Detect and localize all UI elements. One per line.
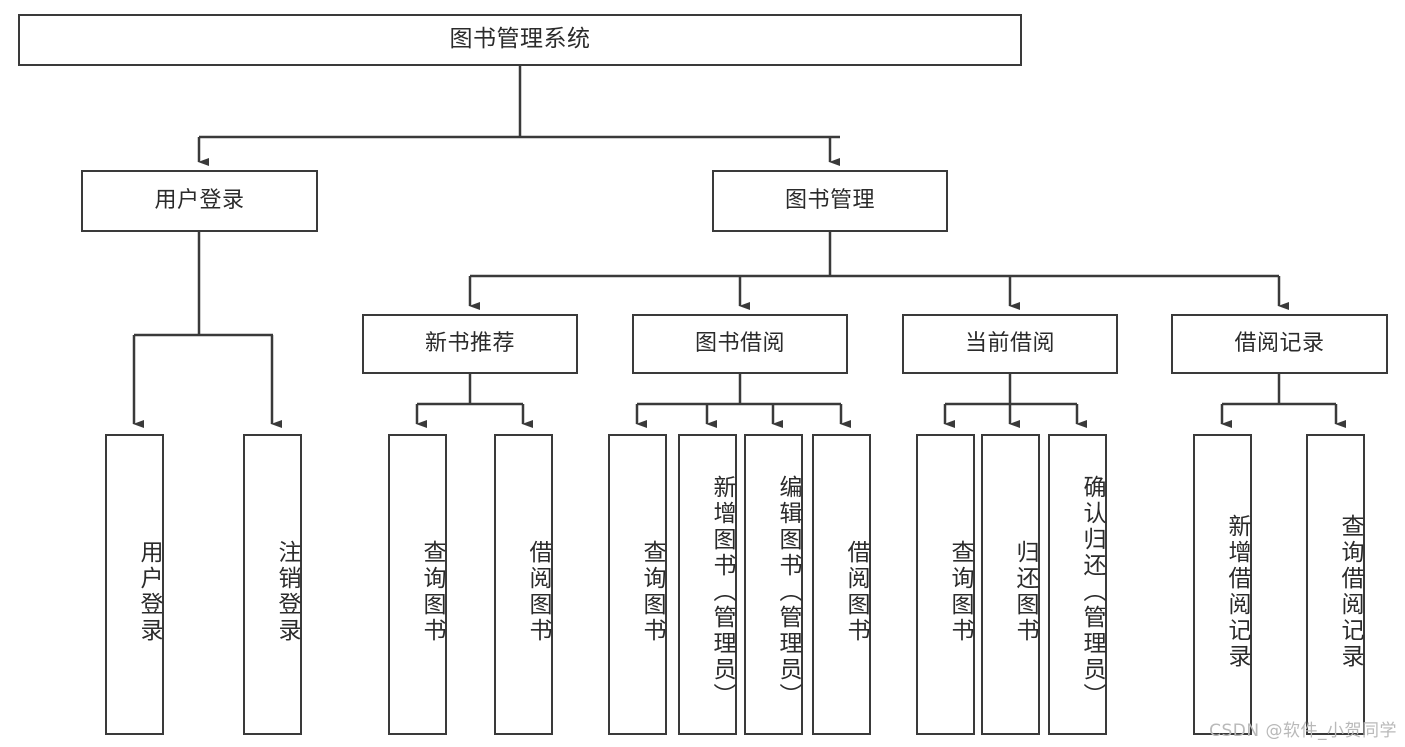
node-book-manage[interactable]: 图书管理 bbox=[712, 170, 948, 232]
node-current-borrow[interactable]: 当前借阅 bbox=[902, 314, 1118, 374]
leaf-edit-book[interactable]: 编辑图书（管理员） bbox=[744, 434, 803, 735]
leaf-add-record[interactable]: 新增借阅记录 bbox=[1193, 434, 1252, 735]
leaf-add-book[interactable]: 新增图书（管理员） bbox=[678, 434, 737, 735]
node-borrow-record[interactable]: 借阅记录 bbox=[1171, 314, 1388, 374]
node-new-book-rec[interactable]: 新书推荐 bbox=[362, 314, 578, 374]
node-book-borrow[interactable]: 图书借阅 bbox=[632, 314, 848, 374]
leaf-borrow-book-1[interactable]: 借阅图书 bbox=[494, 434, 553, 735]
leaf-user-logout[interactable]: 注销登录 bbox=[243, 434, 302, 735]
leaf-return-book[interactable]: 归还图书 bbox=[981, 434, 1040, 735]
leaf-user-login[interactable]: 用户登录 bbox=[105, 434, 164, 735]
leaf-borrow-book-2[interactable]: 借阅图书 bbox=[812, 434, 871, 735]
watermark-text: CSDN @软件_小贺同学 bbox=[1209, 721, 1397, 741]
node-user-login[interactable]: 用户登录 bbox=[81, 170, 318, 232]
leaf-query-book-2[interactable]: 查询图书 bbox=[608, 434, 667, 735]
leaf-query-book-1[interactable]: 查询图书 bbox=[388, 434, 447, 735]
leaf-confirm-return[interactable]: 确认归还（管理员） bbox=[1048, 434, 1107, 735]
leaf-query-record[interactable]: 查询借阅记录 bbox=[1306, 434, 1365, 735]
node-root-system[interactable]: 图书管理系统 bbox=[18, 14, 1022, 66]
leaf-query-book-3[interactable]: 查询图书 bbox=[916, 434, 975, 735]
